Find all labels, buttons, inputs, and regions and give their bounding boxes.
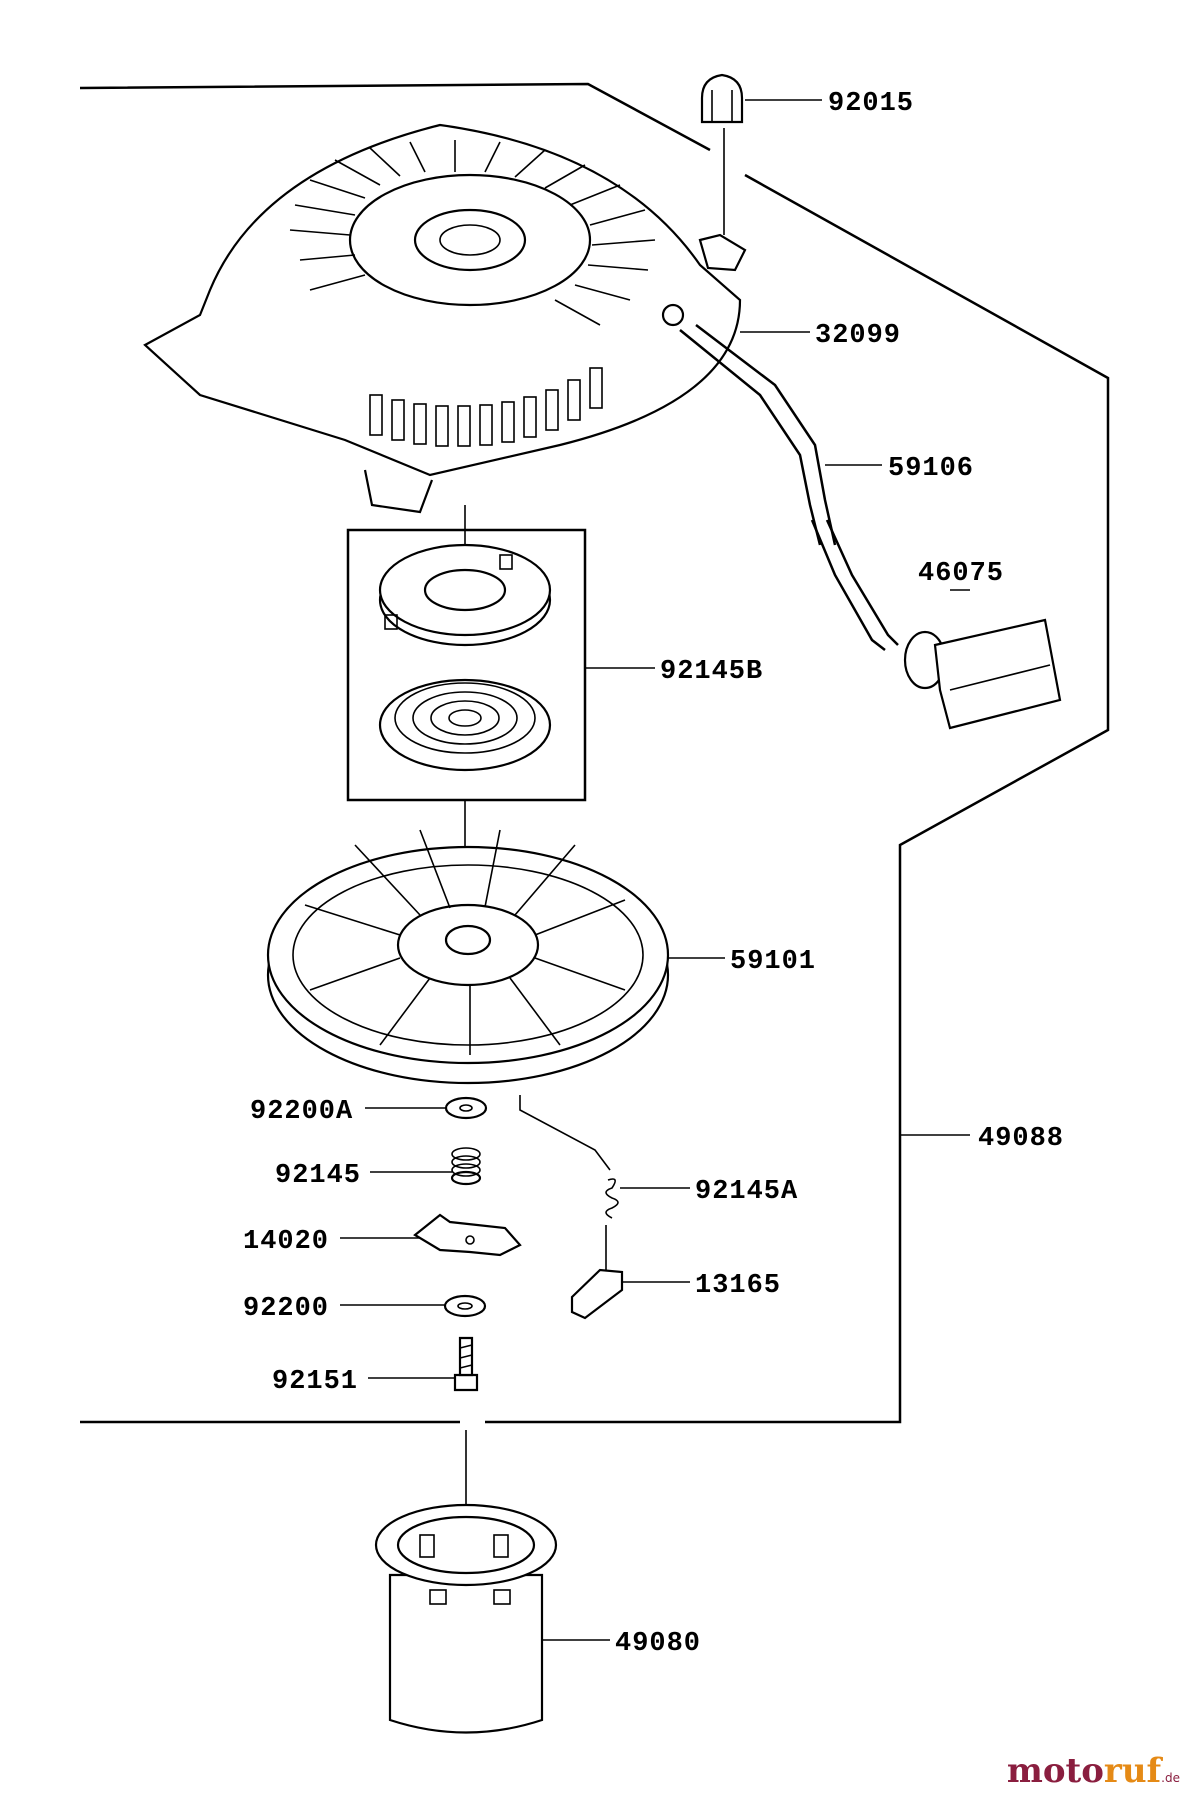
washer-part: [443, 1294, 487, 1318]
part-label-92200A: 92200A: [250, 1097, 353, 1127]
part-label-46075: 46075: [918, 559, 1004, 589]
watermark-logo: motoruf.de: [1007, 1751, 1180, 1791]
part-label-92015: 92015: [828, 89, 914, 119]
starter-reel-part: [266, 829, 670, 1085]
part-label-14020: 14020: [243, 1227, 329, 1257]
part-label-49080: 49080: [615, 1629, 701, 1659]
washer-a-part: [444, 1096, 488, 1120]
svg-text:motoruf.de: motoruf.de: [1007, 1751, 1180, 1791]
part-label-13165: 13165: [695, 1271, 781, 1301]
cap-nut-part: [700, 73, 744, 124]
starter-handle-part: [903, 618, 1062, 730]
pawl-part: [570, 1268, 624, 1320]
part-label-92145A: 92145A: [695, 1177, 798, 1207]
part-label-92200: 92200: [243, 1294, 329, 1324]
assembly-outline: [79, 82, 1110, 1424]
starter-cup-part: [374, 1503, 558, 1734]
bolt-part: [453, 1336, 479, 1392]
part-label-92145B: 92145B: [660, 657, 763, 687]
part-label-92145: 92145: [275, 1161, 361, 1191]
part-label-59106: 59106: [888, 454, 974, 484]
leader-lines: [340, 99, 970, 1641]
ratchet-part: [413, 1213, 522, 1257]
spring-small-part: [450, 1147, 482, 1186]
spring-assembly-box: [346, 528, 587, 802]
starter-case-part: [143, 123, 747, 514]
starter-rope-part: [679, 324, 899, 651]
pawl-spring-part: [605, 1178, 619, 1219]
part-label-92151: 92151: [272, 1367, 358, 1397]
recoil-spring-part: [378, 678, 552, 772]
part-label-49088: 49088: [978, 1124, 1064, 1154]
part-label-32099: 32099: [815, 321, 901, 351]
spring-case-part: [378, 543, 552, 647]
part-label-59101: 59101: [730, 947, 816, 977]
